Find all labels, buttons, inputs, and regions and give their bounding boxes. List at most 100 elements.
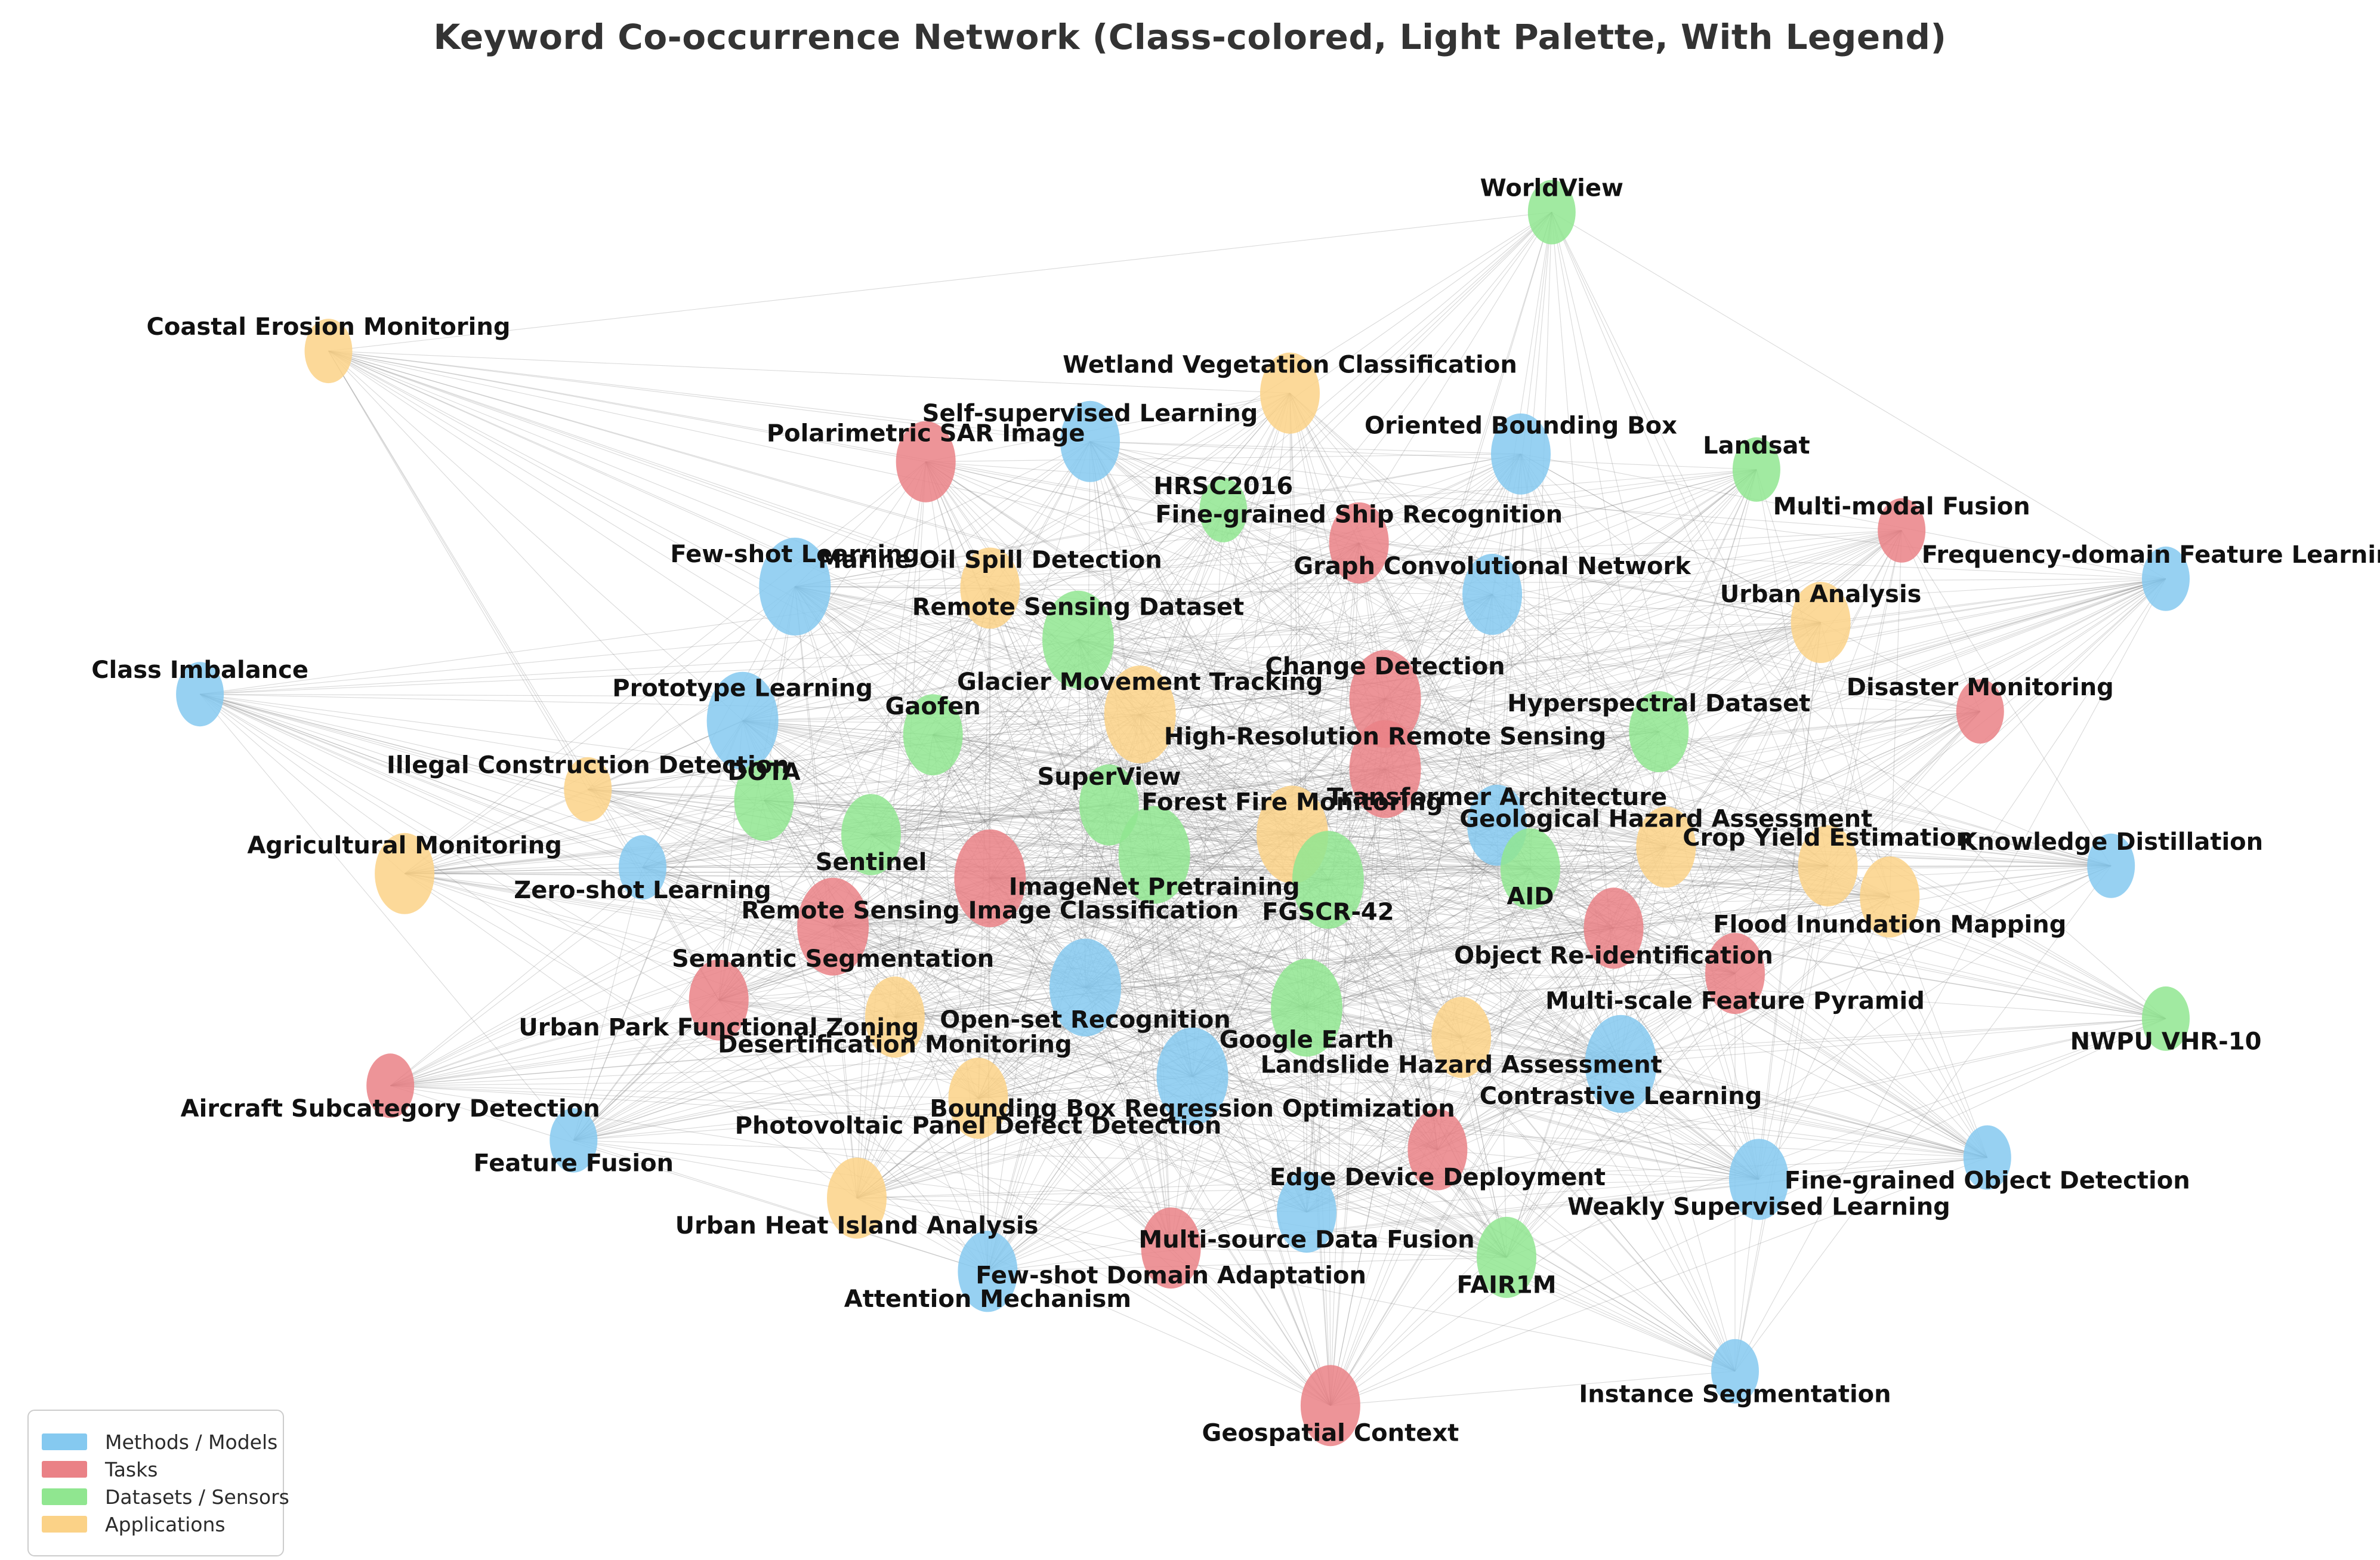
graph-edge — [642, 639, 1079, 868]
graph-edge — [1085, 530, 1902, 988]
graph-edge — [1665, 622, 1822, 847]
graph-edge — [1551, 212, 1890, 898]
graph-edge — [925, 461, 1988, 1158]
graph-edge — [832, 578, 2166, 927]
graph-edge — [1171, 542, 1360, 1248]
graph-edge — [718, 461, 927, 1000]
graph-edge — [933, 542, 1359, 735]
node-label: Change Detection — [1265, 653, 1505, 680]
graph-edge — [1078, 639, 2166, 1019]
graph-edge — [870, 804, 1109, 836]
graph-node — [564, 757, 612, 822]
node-label: Sentinel — [816, 849, 927, 876]
graph-edge — [978, 622, 1821, 1099]
graph-edge — [1461, 578, 2166, 1038]
graph-edge — [642, 731, 1659, 868]
graph-node — [1462, 553, 1523, 635]
graph-edge — [1551, 212, 2166, 579]
graph-edge — [1223, 510, 1307, 1008]
graph-edge — [1620, 622, 1822, 1064]
graph-node — [1277, 1171, 1336, 1253]
graph-edge — [1154, 469, 1757, 855]
graph-edge — [1191, 393, 1291, 1077]
legend-item: Methods / Models — [42, 1430, 277, 1454]
nodes-layer — [176, 180, 2190, 1447]
graph-edge — [404, 800, 764, 874]
graph-edge — [390, 846, 1666, 1086]
graph-edge — [199, 693, 1462, 1038]
graph-edge — [1506, 928, 1615, 1258]
graph-node — [1860, 856, 1920, 938]
graph-edge — [987, 510, 1224, 1272]
node-label: Multi-source Data Fusion — [1138, 1226, 1474, 1254]
graph-edge — [328, 350, 1091, 442]
graph-edge — [1758, 622, 1822, 1180]
graph-edge — [1306, 865, 2112, 1009]
graph-edge — [833, 926, 1614, 929]
node-label: Contrastive Learning — [1480, 1083, 1762, 1110]
graph-edge — [405, 873, 990, 879]
node-label: Multi-modal Fusion — [1773, 493, 2030, 520]
graph-node — [1583, 887, 1644, 969]
graph-node — [1431, 997, 1492, 1078]
graph-edge — [1496, 711, 1980, 826]
graph-edge — [742, 594, 1493, 722]
node-label: Remote Sensing Image Classification — [741, 897, 1239, 924]
graph-edge — [1192, 846, 1666, 1077]
graph-edge — [328, 350, 926, 463]
graph-edge — [1085, 846, 1666, 988]
graph-edge — [933, 734, 1193, 1077]
graph-node — [1042, 590, 1114, 689]
graph-edge — [925, 454, 1521, 463]
graph-edge — [978, 1097, 1307, 1213]
graph-edge — [1192, 1076, 1759, 1180]
graph-edge — [1734, 865, 1829, 1371]
graph-edge — [1890, 896, 2166, 1019]
graph-edge — [642, 867, 1307, 1009]
graph-edge — [1734, 622, 1822, 974]
graph-node — [903, 694, 963, 776]
graph-edge — [1306, 1157, 1987, 1213]
graph-edge — [1109, 804, 1759, 1180]
graph-edge — [987, 1007, 1307, 1272]
graph-edge — [925, 461, 1110, 806]
graph-edge — [1306, 846, 1666, 1009]
graph-node — [2142, 986, 2190, 1051]
legend-label: Datasets / Sensors — [105, 1485, 289, 1509]
graph-edge — [1223, 510, 1462, 1038]
graph-node — [1329, 502, 1389, 584]
graph-edge — [1385, 769, 1666, 847]
graph-edge — [405, 873, 834, 927]
node-label: AID — [1507, 883, 1554, 910]
graph-edge — [742, 720, 1154, 856]
graph-edge — [1154, 454, 1521, 855]
graph-edge — [1085, 896, 1890, 988]
graph-edge — [1758, 896, 1890, 1180]
graph-edge — [990, 825, 1498, 879]
node-label: Illegal Construction Detection — [387, 752, 789, 779]
graph-edge — [1223, 510, 1988, 1158]
graph-edge — [1666, 711, 1981, 847]
graph-edge — [925, 461, 990, 878]
graph-edge — [1330, 594, 1493, 1406]
graph-edge — [1085, 698, 1385, 988]
graph-edge — [990, 587, 2166, 1019]
node-label: Photovoltaic Panel Defect Detection — [735, 1112, 1222, 1140]
graph-edge — [328, 350, 1154, 855]
node-label: Crop Yield Estimation — [1683, 824, 1973, 852]
graph-node — [1728, 1139, 1789, 1220]
graph-edge — [1109, 622, 1821, 806]
graph-edge — [833, 926, 2166, 1019]
graph-edge — [1089, 441, 1988, 1158]
graph-edge — [587, 441, 1091, 790]
graph-node — [1118, 806, 1190, 904]
node-label: Fine-grained Object Detection — [1785, 1167, 2190, 1194]
graph-edge — [1089, 441, 1438, 1150]
legend-item: Tasks — [42, 1457, 266, 1481]
graph-edge — [1171, 1063, 1621, 1248]
graph-edge — [870, 714, 1140, 836]
graph-edge — [795, 586, 1988, 1158]
graph-edge — [1109, 212, 1552, 806]
graph-edge — [870, 711, 1980, 836]
graph-edge — [894, 1016, 1171, 1248]
